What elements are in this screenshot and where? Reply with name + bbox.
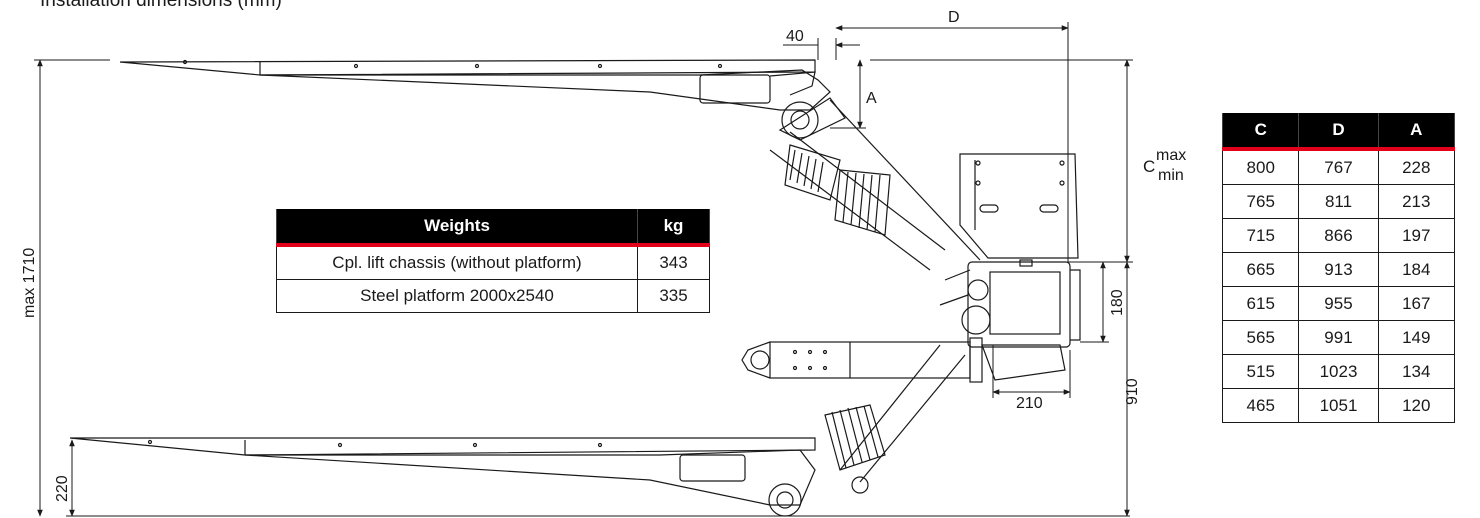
dim-D-label: D — [948, 9, 960, 26]
dim-40-label: 40 — [786, 28, 804, 45]
kg-header: kg — [637, 209, 710, 247]
cell-C: 765 — [1221, 184, 1300, 219]
cell-C: 465 — [1221, 388, 1300, 423]
weight-value: 343 — [637, 244, 710, 280]
cell-D: 1023 — [1298, 354, 1379, 389]
dim-40-line — [783, 38, 860, 60]
col-A-header: A — [1377, 113, 1456, 151]
cell-D: 913 — [1298, 252, 1379, 287]
cell-C: 615 — [1221, 286, 1300, 321]
cell-D: 955 — [1298, 286, 1379, 321]
upper-platform-arm — [119, 59, 831, 111]
cell-A: 120 — [1377, 388, 1456, 423]
cell-A: 228 — [1377, 148, 1456, 185]
dim-max1710-label: max 1710 — [21, 248, 38, 318]
cell-C: 665 — [1221, 252, 1300, 287]
dim-220-label: 220 — [54, 475, 71, 502]
cell-C: 800 — [1221, 148, 1300, 185]
cell-C: 515 — [1221, 354, 1300, 389]
weight-value: 335 — [637, 279, 710, 313]
dim-180-label: 180 — [1109, 289, 1126, 316]
weights-header: Weights — [276, 209, 638, 247]
dim-180-line — [1080, 261, 1109, 343]
weight-item: Steel platform 2000x2540 — [276, 279, 638, 313]
cell-C: 565 — [1221, 320, 1300, 355]
col-D-header: D — [1298, 113, 1379, 151]
lift-head — [939, 259, 1081, 348]
dim-C-sub: min — [1158, 167, 1184, 184]
lower-cylinder — [824, 344, 966, 494]
table-row: Steel platform 2000x2540 335 — [276, 279, 710, 313]
cell-D: 866 — [1298, 218, 1379, 253]
cell-A: 213 — [1377, 184, 1456, 219]
dim-C-label: C — [1143, 157, 1155, 176]
dim-C-line — [870, 59, 1133, 263]
cell-D: 991 — [1298, 320, 1379, 355]
cell-A: 184 — [1377, 252, 1456, 287]
lower-platform-arm — [69, 437, 816, 517]
dim-C-sup: max — [1156, 147, 1186, 164]
col-C-header: C — [1221, 113, 1300, 151]
dim-210-label: 210 — [1016, 395, 1043, 412]
weight-item: Cpl. lift chassis (without platform) — [276, 244, 638, 280]
cell-A: 149 — [1377, 320, 1456, 355]
table-row: Cpl. lift chassis (without platform) 343 — [276, 244, 710, 280]
cell-A: 167 — [1377, 286, 1456, 321]
cell-A: 134 — [1377, 354, 1456, 389]
page-title: Installation dimensions (mm) — [40, 0, 282, 11]
upper-pivot — [778, 97, 846, 141]
cell-D: 811 — [1298, 184, 1379, 219]
mounting-plate — [959, 153, 1079, 259]
weights-table: Weights kg Cpl. lift chassis (without pl… — [276, 209, 710, 313]
upper-cylinder — [769, 99, 981, 271]
cell-D: 1051 — [1298, 388, 1379, 423]
cell-C: 715 — [1221, 218, 1300, 253]
dim-A-label: A — [866, 90, 877, 107]
dim-D-line — [835, 22, 1069, 262]
cell-A: 197 — [1377, 218, 1456, 253]
dim-max1710-line — [34, 59, 110, 517]
cell-D: 767 — [1298, 148, 1379, 185]
dim-C-base: C — [1143, 157, 1155, 176]
dim-210-line — [992, 345, 1071, 398]
dim-220-line — [66, 439, 1130, 517]
dim-910-label: 910 — [1124, 378, 1141, 405]
horizontal-arm — [741, 337, 1066, 383]
dim-A-line — [830, 59, 866, 129]
